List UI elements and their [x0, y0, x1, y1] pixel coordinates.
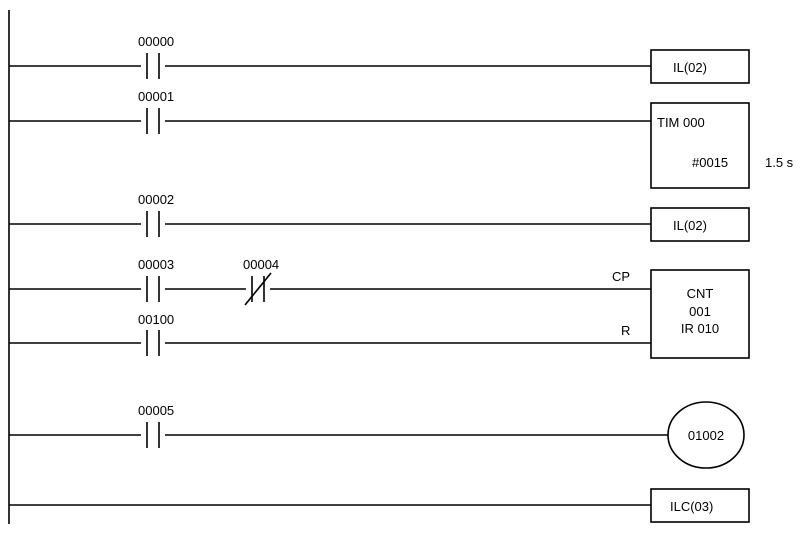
contact-address: 00002	[138, 192, 174, 207]
il-instruction-box[interactable]	[650, 207, 750, 242]
coil-label: 01002	[688, 428, 724, 443]
counter-number: 001	[689, 304, 711, 319]
instruction-label: ILC(03)	[670, 499, 713, 514]
instruction-label: IL(02)	[673, 218, 707, 233]
timer-instruction-box[interactable]	[650, 102, 750, 189]
counter-label: CNT	[687, 286, 714, 301]
normally-open-contact-icon[interactable]	[146, 211, 160, 237]
counter-instruction[interactable]: CNT 001 IR 010	[650, 269, 750, 359]
contact-address: 00004	[243, 257, 279, 272]
rung-5: 00100 R	[9, 312, 651, 356]
contact-address: 00003	[138, 257, 174, 272]
contact-address: 00005	[138, 403, 174, 418]
contact-address: 00001	[138, 89, 174, 104]
rung-7: ILC(03)	[9, 488, 750, 523]
rung-4: 00003 00004 CP	[9, 257, 651, 306]
counter-cp-label: CP	[612, 269, 630, 284]
rung-2: 00001 TIM 000 #0015 1.5 s	[9, 89, 794, 189]
timer-setting: #0015	[692, 155, 728, 170]
contact-address: 00100	[138, 312, 174, 327]
normally-open-contact-icon[interactable]	[146, 108, 160, 134]
counter-instruction-box[interactable]	[650, 269, 750, 359]
rung-1: 00000 IL(02)	[9, 34, 750, 84]
il-instruction-box[interactable]	[650, 49, 750, 84]
rung-3: 00002 IL(02)	[9, 192, 750, 242]
instruction-label: IL(02)	[673, 60, 707, 75]
counter-reset-label: R	[621, 323, 630, 338]
rung-6: 00005 01002	[9, 401, 745, 469]
normally-closed-contact-icon[interactable]	[244, 272, 272, 306]
ilc-instruction-box[interactable]	[650, 488, 750, 523]
normally-open-contact-icon[interactable]	[146, 422, 160, 448]
timer-annotation: 1.5 s	[765, 155, 794, 170]
timer-label: TIM 000	[657, 115, 705, 130]
counter-preset: IR 010	[681, 321, 719, 336]
output-coil-icon[interactable]	[667, 401, 745, 469]
normally-open-contact-icon[interactable]	[146, 330, 160, 356]
contact-address: 00000	[138, 34, 174, 49]
normally-open-contact-icon[interactable]	[146, 276, 160, 302]
normally-open-contact-icon[interactable]	[146, 53, 160, 79]
